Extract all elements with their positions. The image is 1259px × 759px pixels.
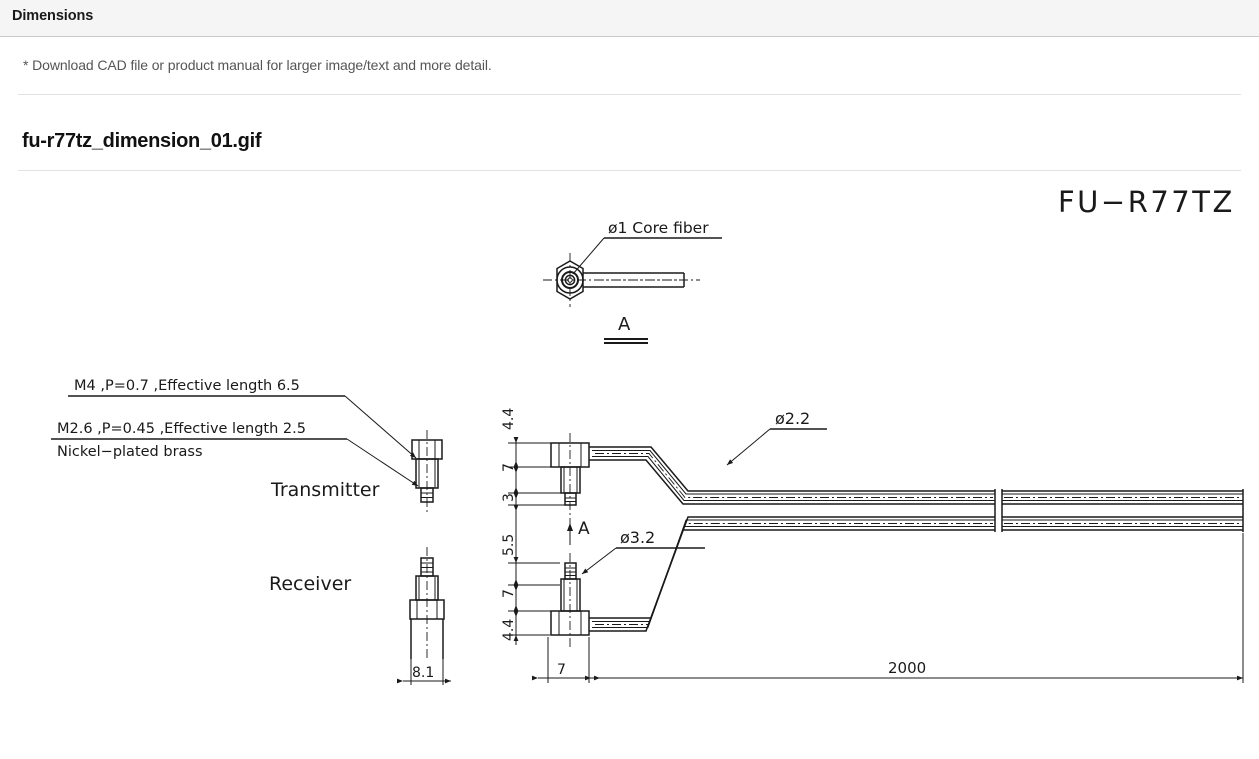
head-diameter-callout: ø3.2 — [581, 528, 705, 575]
material-callout: Nickel−plated brass — [57, 444, 203, 460]
thread-m26-callout: M2.6 ,P=0.45 ,Effective length 2.5 — [57, 421, 306, 437]
dimension-2000: 2000 — [888, 659, 926, 677]
combined-cable — [750, 489, 1244, 532]
main-view-transmitter — [550, 433, 750, 525]
bottom-dimension-line: 7 2000 — [532, 533, 1244, 683]
dimension-8-1: 8.1 — [412, 665, 434, 681]
page-title: Dimensions — [12, 8, 94, 24]
core-fiber-callout: ø1 Core fiber — [608, 219, 709, 237]
dia-3-2-label: ø3.2 — [620, 528, 655, 547]
section-header: Dimensions — [0, 0, 1259, 37]
part-number-label: FU−R77TZ — [1058, 185, 1235, 219]
dimension-v-4-4-top: 4.4 — [501, 408, 517, 430]
dia-2-2-label: ø2.2 — [775, 409, 810, 428]
receiver-label: Receiver — [269, 573, 351, 595]
detail-view-a: ø1 Core fiber A — [543, 219, 722, 344]
detail-a-label: A — [618, 314, 631, 335]
dimension-drawing: .ln{stroke:#1a1a1a;fill:none;} .t1{strok… — [0, 175, 1259, 759]
section-arrow-label: A — [578, 519, 590, 539]
dimension-v-7-top: 7 — [501, 463, 517, 472]
dimension-v-4-4-bottom: 4.4 — [501, 619, 517, 641]
dimension-7-horizontal: 7 — [557, 662, 566, 678]
dimension-v-3-top: 3 — [501, 493, 517, 502]
transmitter-label: Transmitter — [270, 479, 380, 501]
thread-m4-callout: M4 ,P=0.7 ,Effective length 6.5 — [74, 378, 300, 394]
divider-top — [18, 94, 1241, 95]
section-arrow-a: A — [567, 519, 590, 545]
dimension-v-7-bottom: 7 — [501, 589, 517, 598]
main-view-receiver — [550, 516, 750, 650]
cable-diameter-callout: ø2.2 — [726, 409, 827, 466]
transmitter-detail — [411, 430, 443, 515]
divider-bottom — [18, 170, 1241, 171]
dimension-v-5-5: 5.5 — [501, 534, 517, 556]
drawing-file-title: fu-r77tz_dimension_01.gif — [22, 130, 262, 152]
left-callouts: M4 ,P=0.7 ,Effective length 6.5 M2.6 ,P=… — [51, 378, 419, 595]
download-note: * Download CAD file or product manual fo… — [23, 57, 492, 73]
receiver-detail: 8.1 — [397, 547, 451, 685]
